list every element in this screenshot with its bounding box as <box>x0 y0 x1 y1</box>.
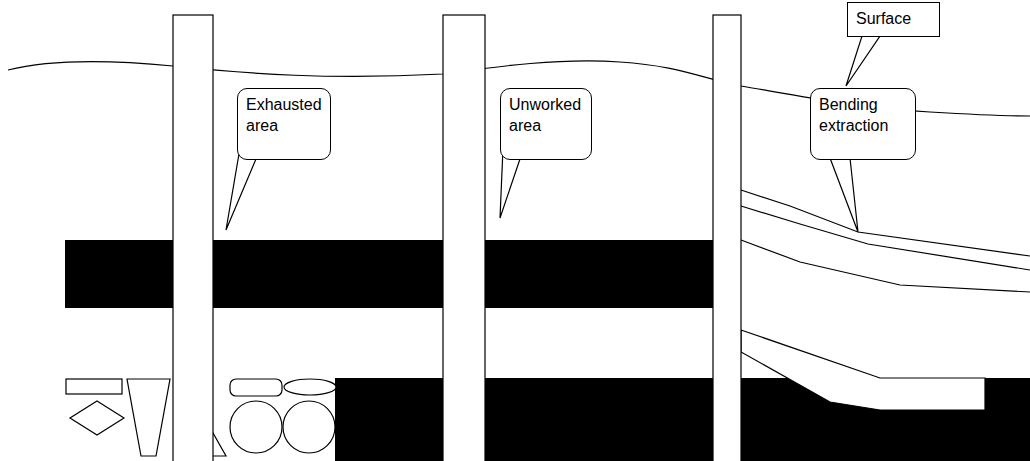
bent-extraction-band <box>741 330 985 410</box>
bending-stratum <box>741 206 1030 270</box>
lower-coal-seam <box>335 378 713 461</box>
upper-coal-seam <box>65 240 713 308</box>
callout-tail <box>226 36 880 232</box>
callout-bubble: Bending extraction <box>810 88 916 160</box>
borehole <box>173 15 213 461</box>
borehole <box>713 15 741 461</box>
callout-box: Surface <box>847 2 940 37</box>
callout-text: Surface <box>856 9 931 30</box>
bending-stratum <box>741 240 1030 292</box>
callout-text: Exhausted area <box>246 95 322 137</box>
callout-bubble: Unworked area <box>500 88 592 160</box>
callout-text: Unworked area <box>509 95 583 137</box>
callout-text: Bending extraction <box>819 95 907 137</box>
bending-stratum <box>741 190 1030 256</box>
borehole <box>443 15 485 461</box>
callout-bubble: Exhausted area <box>237 88 331 160</box>
